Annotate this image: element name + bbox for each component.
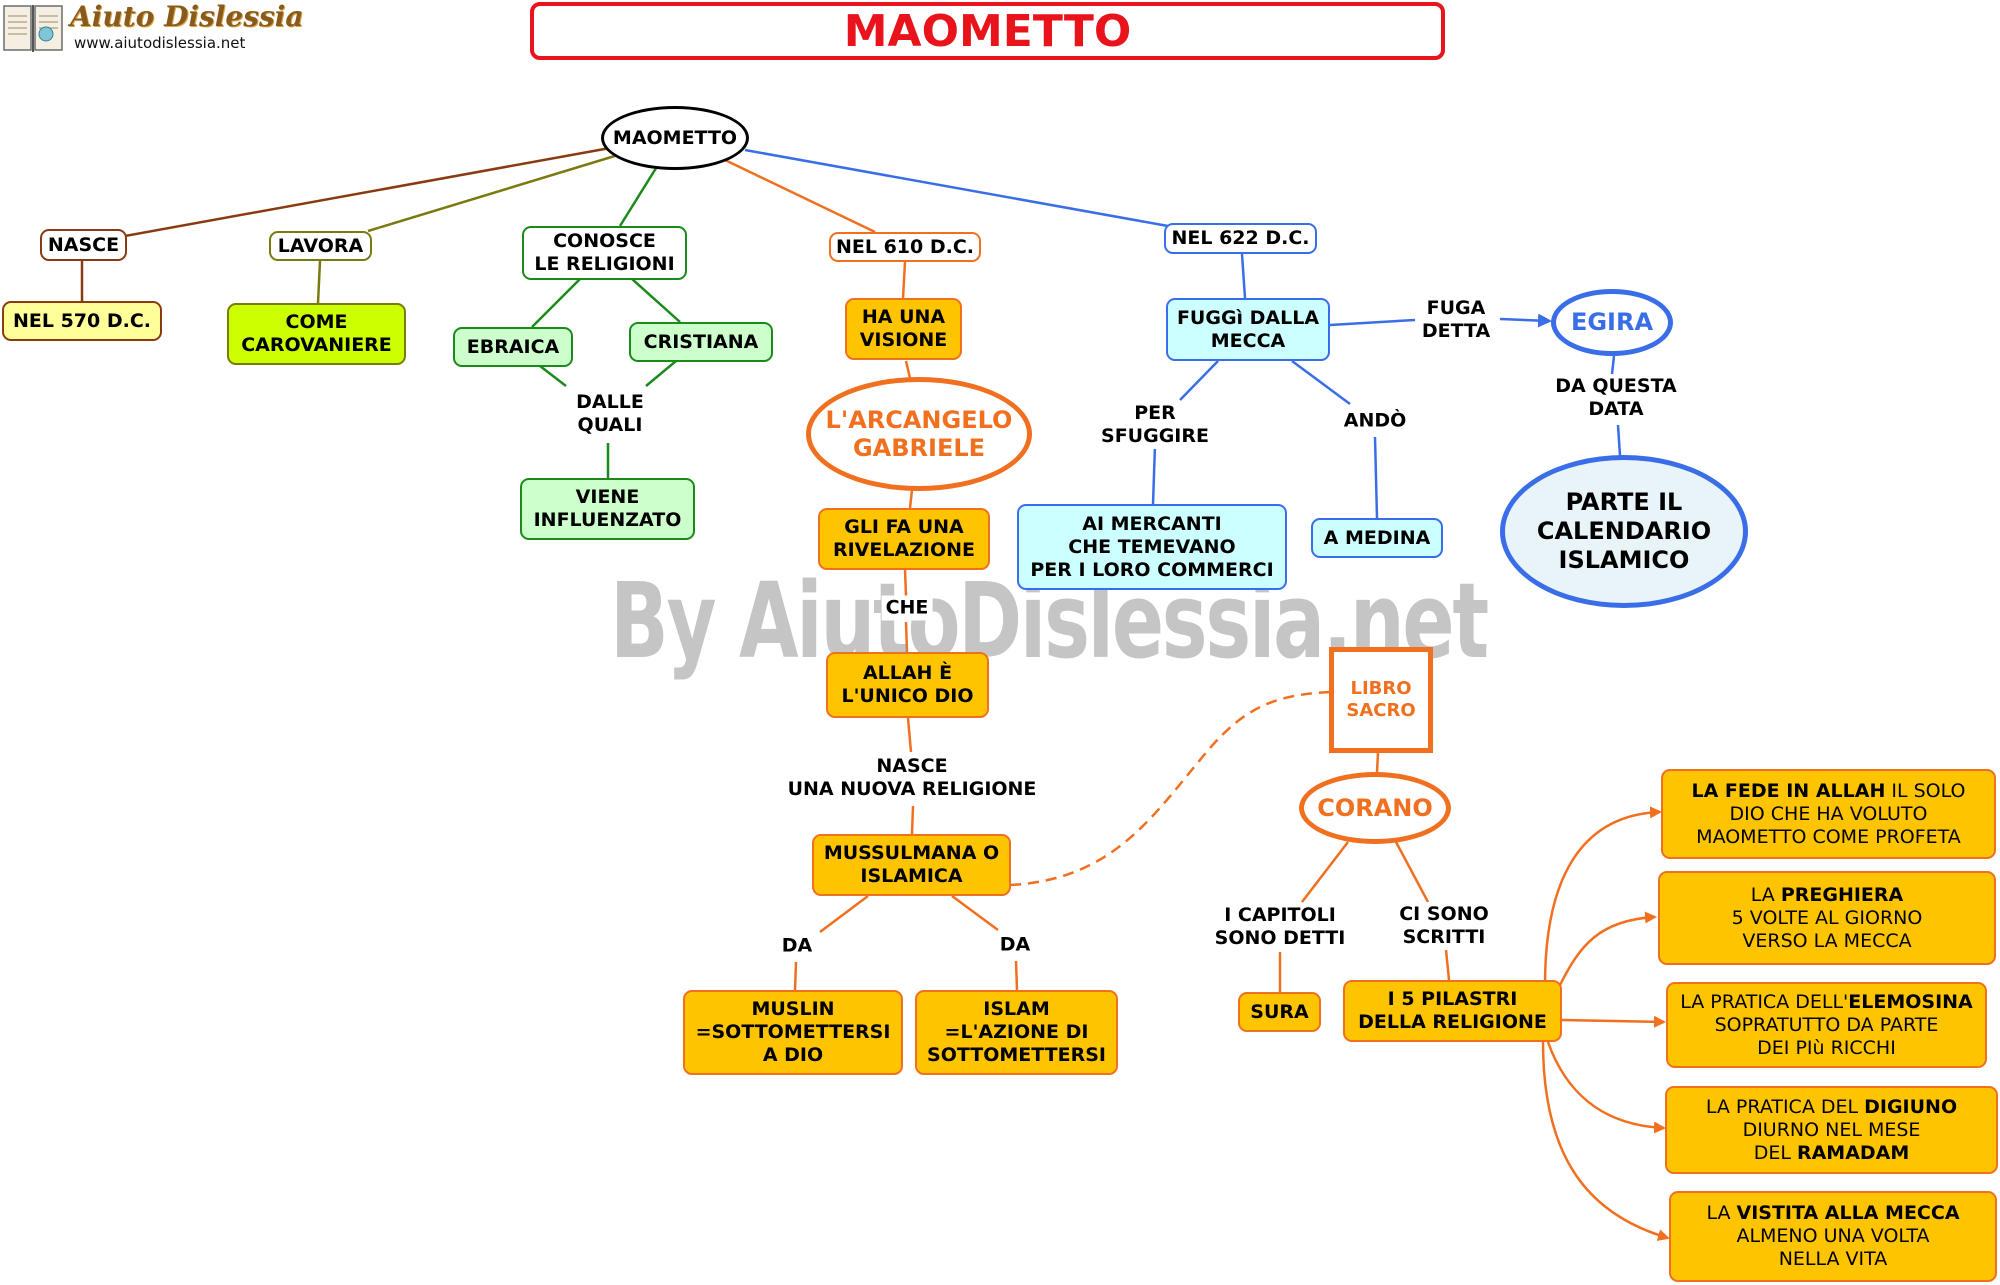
- node-pillar-preghiera[interactable]: LA PREGHIERA 5 VOLTE AL GIORNO VERSO LA …: [1658, 871, 1996, 965]
- node-pilastri[interactable]: I 5 PILASTRI DELLA RELIGIONE: [1343, 980, 1562, 1042]
- node-sura[interactable]: SURA: [1238, 992, 1321, 1032]
- node-medina[interactable]: A MEDINA: [1311, 518, 1443, 558]
- label-nasce-religione: NASCE UNA NUOVA RELIGIONE: [783, 754, 1041, 802]
- node-nel570[interactable]: NEL 570 D.C.: [2, 301, 162, 341]
- label-ando: ANDÒ: [1339, 408, 1411, 434]
- label-che: CHE: [881, 595, 933, 621]
- label-da-left: DA: [777, 933, 817, 959]
- label-da-questa-data: DA QUESTA DATA: [1551, 374, 1681, 422]
- node-root[interactable]: MAOMETTO: [601, 106, 749, 170]
- label-da-right: DA: [995, 932, 1035, 958]
- node-pillar-fede[interactable]: LA FEDE IN ALLAH IL SOLO DIO CHE HA VOLU…: [1661, 769, 1996, 859]
- node-rivelazione[interactable]: GLI FA UNA RIVELAZIONE: [818, 508, 990, 570]
- book-icon: [3, 5, 63, 52]
- node-ebraica[interactable]: EBRAICA: [453, 327, 573, 367]
- label-capitoli: I CAPITOLI SONO DETTI: [1210, 903, 1350, 951]
- logo-name: Aiuto Dislessia: [70, 0, 304, 33]
- node-allah[interactable]: ALLAH È L'UNICO DIO: [826, 652, 989, 718]
- node-mussulmana[interactable]: MUSSULMANA O ISLAMICA: [812, 834, 1011, 896]
- node-egira[interactable]: EGIRA: [1551, 289, 1673, 356]
- node-visione[interactable]: HA UNA VISIONE: [845, 298, 962, 360]
- label-dalle-quali: DALLE QUALI: [572, 390, 648, 438]
- node-mercanti[interactable]: AI MERCANTI CHE TEMEVANO PER I LORO COMM…: [1017, 504, 1287, 590]
- node-pillar-digiuno[interactable]: LA PRATICA DEL DIGIUNO DIURNO NEL MESE D…: [1665, 1086, 1998, 1174]
- logo-url: www.aiutodislessia.net: [74, 34, 246, 52]
- node-corano[interactable]: CORANO: [1299, 772, 1451, 844]
- node-islam[interactable]: ISLAM =L'AZIONE DI SOTTOMETTERSI: [915, 990, 1118, 1075]
- node-carovaniere[interactable]: COME CAROVANIERE: [227, 303, 406, 365]
- node-fuggi[interactable]: FUGGì DALLA MECCA: [1166, 298, 1330, 361]
- node-calendario[interactable]: PARTE IL CALENDARIO ISLAMICO: [1500, 455, 1748, 608]
- node-libro-sacro[interactable]: LIBRO SACRO: [1329, 647, 1433, 753]
- label-scritti: CI SONO SCRITTI: [1395, 902, 1493, 950]
- page-title: MAOMETTO: [530, 2, 1445, 60]
- node-influenzato[interactable]: VIENE INFLUENZATO: [520, 478, 695, 540]
- node-lavora[interactable]: LAVORA: [269, 231, 372, 261]
- node-muslin[interactable]: MUSLIN =SOTTOMETTERSI A DIO: [683, 990, 903, 1075]
- label-per-sfuggire: PER SFUGGIRE: [1097, 401, 1213, 449]
- node-nel610[interactable]: NEL 610 D.C.: [829, 232, 981, 262]
- label-fuga-detta: FUGA DETTA: [1417, 296, 1495, 344]
- node-cristiana[interactable]: CRISTIANA: [629, 322, 773, 362]
- node-gabriele[interactable]: L'ARCANGELO GABRIELE: [806, 377, 1032, 491]
- node-pillar-mecca[interactable]: LA VISTITA ALLA MECCA ALMENO UNA VOLTA N…: [1669, 1191, 1997, 1282]
- aiutodislessia-logo: Aiuto Dislessia www.aiutodislessia.net: [0, 0, 304, 60]
- node-nasce[interactable]: NASCE: [40, 229, 127, 261]
- node-conosce[interactable]: CONOSCE LE RELIGIONI: [522, 226, 687, 280]
- node-nel622[interactable]: NEL 622 D.C.: [1164, 223, 1317, 254]
- node-pillar-elemosina[interactable]: LA PRATICA DELL'ELEMOSINA SOPRATUTTO DA …: [1666, 982, 1987, 1068]
